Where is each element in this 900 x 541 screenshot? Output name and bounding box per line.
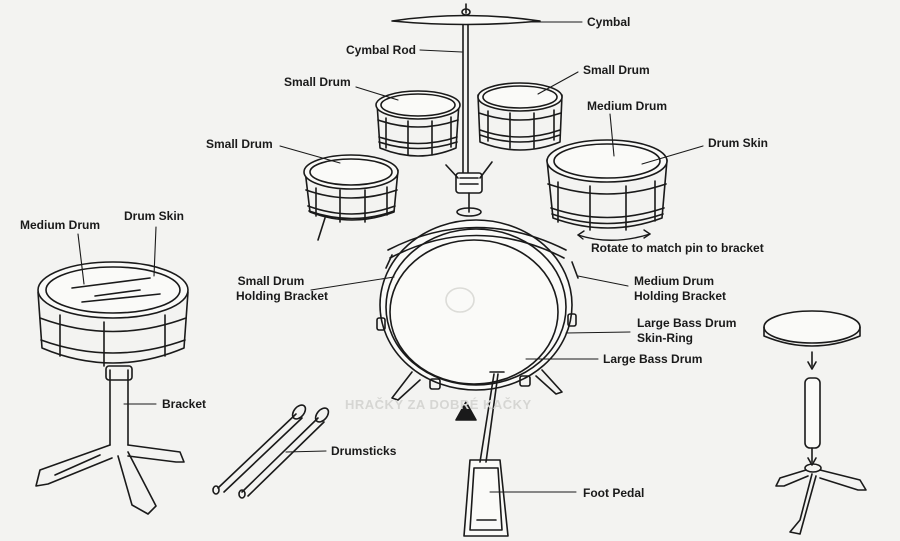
label-small-drum-top-left: Small Drum: [284, 75, 351, 89]
foot-pedal: [455, 371, 509, 537]
small-drum-top-left: [375, 90, 461, 157]
label-bass-skin-ring-line2: Skin-Ring: [637, 331, 693, 345]
label-drum-skin-stool: Drum Skin: [124, 209, 185, 223]
label-rotate-note: Rotate to match pin to bracket: [591, 241, 764, 255]
label-bass-skin-ring: Large Bass Drum Skin-Ring: [637, 316, 736, 346]
leader-lines: [77, 21, 704, 493]
label-drumsticks: Drumsticks: [331, 444, 397, 458]
drumsticks: [212, 404, 330, 499]
watermark: HRAČKY ZA DOBRÉ KAČKY: [345, 397, 532, 412]
stool-right: [763, 310, 867, 535]
small-drum-top-right: [477, 82, 563, 151]
label-cymbal-rod: Cymbal Rod: [346, 43, 417, 57]
label-small-drum-left: Small Drum: [206, 137, 273, 151]
stool-drum: [35, 261, 189, 515]
label-small-drum-bracket: Small Drum Holding Bracket: [236, 274, 329, 304]
label-medium-drum-stool: Medium Drum: [20, 218, 101, 232]
label-cymbal: Cymbal: [587, 15, 631, 29]
label-small-drum-bracket-line1: Small Drum: [237, 274, 305, 288]
large-bass-drum: [376, 219, 579, 401]
label-drum-skin-right: Drum Skin: [708, 136, 769, 150]
label-medium-drum-bracket: Medium Drum Holding Bracket: [634, 274, 726, 304]
tom-holder: [445, 161, 493, 217]
medium-drum-right: [546, 139, 668, 241]
cymbal-rod: [462, 24, 469, 176]
cymbal: [391, 3, 541, 26]
label-bracket: Bracket: [162, 397, 207, 411]
label-medium-drum-bracket-line2: Holding Bracket: [634, 289, 727, 303]
label-small-drum-bracket-line2: Holding Bracket: [236, 289, 329, 303]
small-drum-left: [303, 154, 399, 241]
label-medium-drum-right: Medium Drum: [587, 99, 668, 113]
label-foot-pedal: Foot Pedal: [583, 486, 645, 500]
label-bass-skin-ring-line1: Large Bass Drum: [637, 316, 737, 330]
label-bass-drum: Large Bass Drum: [603, 352, 703, 366]
label-medium-drum-bracket-line1: Medium Drum: [634, 274, 715, 288]
label-small-drum-top-right: Small Drum: [583, 63, 650, 77]
